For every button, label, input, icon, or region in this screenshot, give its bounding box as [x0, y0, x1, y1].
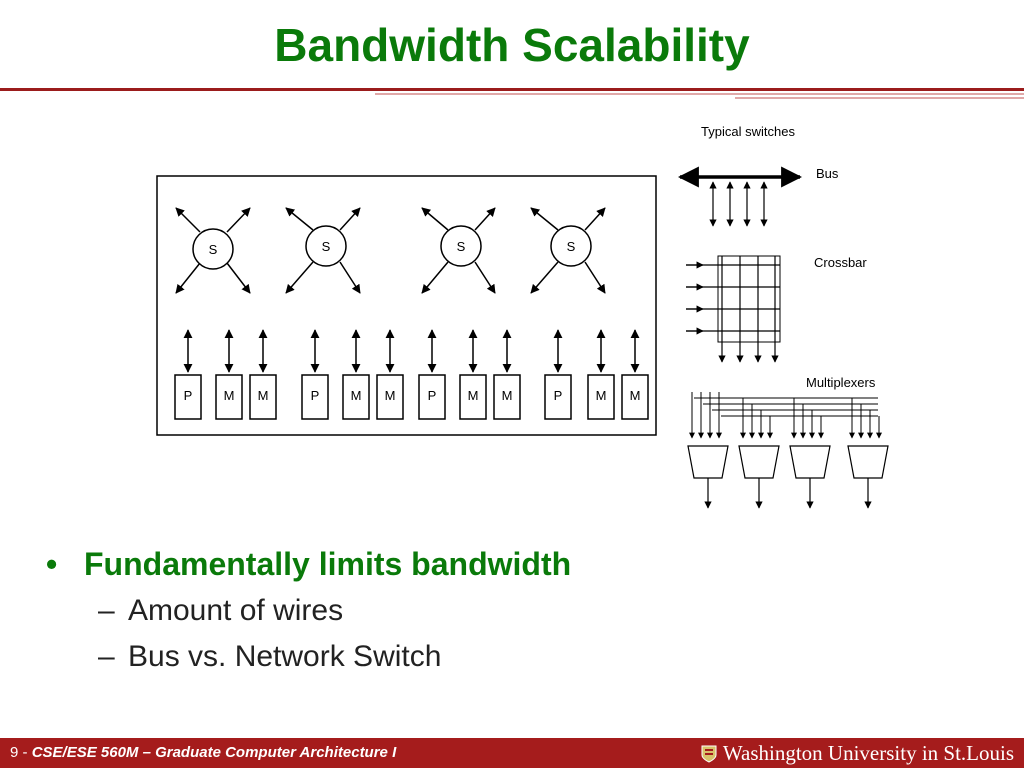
bullet-main: • Fundamentally limits bandwidth [46, 546, 571, 583]
memory-box [621, 374, 649, 420]
switch-label: S [322, 239, 331, 254]
node-label: M [258, 388, 269, 403]
institution-name: Washington University in St.Louis [722, 741, 1014, 765]
node-label: P [311, 388, 320, 403]
processor-box [418, 374, 446, 420]
multiplexer-switch [687, 392, 889, 509]
mux-body [789, 445, 831, 479]
mux-body [847, 445, 889, 479]
switch-1: S [175, 207, 251, 294]
node-label: M [385, 388, 396, 403]
bullet-sub-2: –Bus vs. Network Switch [98, 640, 441, 674]
bullet-dot-icon: • [46, 546, 58, 582]
node-label: M [351, 388, 362, 403]
dash-icon: – [98, 594, 115, 627]
node-label: M [596, 388, 607, 403]
bus-switch: Bus [677, 166, 839, 227]
processor-box [174, 374, 202, 420]
node-label: M [630, 388, 641, 403]
title-underline [0, 88, 1024, 91]
memory-box [493, 374, 521, 420]
typical-switches-label: Typical switches [701, 124, 795, 139]
bus-label: Bus [816, 166, 839, 181]
crossbar-label: Crossbar [814, 255, 867, 270]
bullet-sub-text: Amount of wires [128, 594, 344, 627]
node-label: M [468, 388, 479, 403]
switch-label: S [567, 239, 576, 254]
memory-box [376, 374, 404, 420]
university-seal-icon [701, 745, 717, 763]
page-separator: - [18, 744, 32, 761]
switch-3: S [421, 207, 496, 294]
memory-box [249, 374, 277, 420]
network-box [156, 175, 657, 436]
crossbar-frame [717, 255, 781, 343]
footer-course: 9 - CSE/ESE 560M – Graduate Computer Arc… [10, 744, 396, 761]
memory-box [215, 374, 243, 420]
crossbar-switch [686, 255, 781, 363]
switch-label: S [457, 239, 466, 254]
mux-body [738, 445, 780, 479]
memory-box [459, 374, 487, 420]
mux-body [687, 445, 729, 479]
dash-icon: – [98, 640, 115, 673]
switch-label: S [209, 242, 218, 257]
node-label: P [554, 388, 563, 403]
node-label: P [428, 388, 437, 403]
memory-box [587, 374, 615, 420]
node-label: M [502, 388, 513, 403]
processor-box [544, 374, 572, 420]
course-title: CSE/ESE 560M – Graduate Computer Archite… [31, 744, 397, 761]
processor-box [301, 374, 329, 420]
node-label: M [224, 388, 235, 403]
memory-box [342, 374, 370, 420]
slide-title: Bandwidth Scalability [274, 19, 750, 71]
bullet-sub-1: –Amount of wires [98, 594, 343, 628]
bullet-main-text: Fundamentally limits bandwidth [84, 546, 572, 582]
bullet-sub-text: Bus vs. Network Switch [128, 640, 442, 673]
node-label: P [184, 388, 193, 403]
multiplexers-label: Multiplexers [806, 375, 876, 390]
footer-bar: 9 - CSE/ESE 560M – Graduate Computer Arc… [0, 738, 1024, 768]
footer-institution: Washington University in St.Louis [701, 741, 1014, 766]
switch-4: S [530, 207, 606, 294]
switch-2: S [285, 207, 361, 294]
diagram: S S S S P M M P M M P M M P M M Typical switches Bu… [156, 93, 1024, 509]
page-number: 9 [10, 744, 19, 761]
